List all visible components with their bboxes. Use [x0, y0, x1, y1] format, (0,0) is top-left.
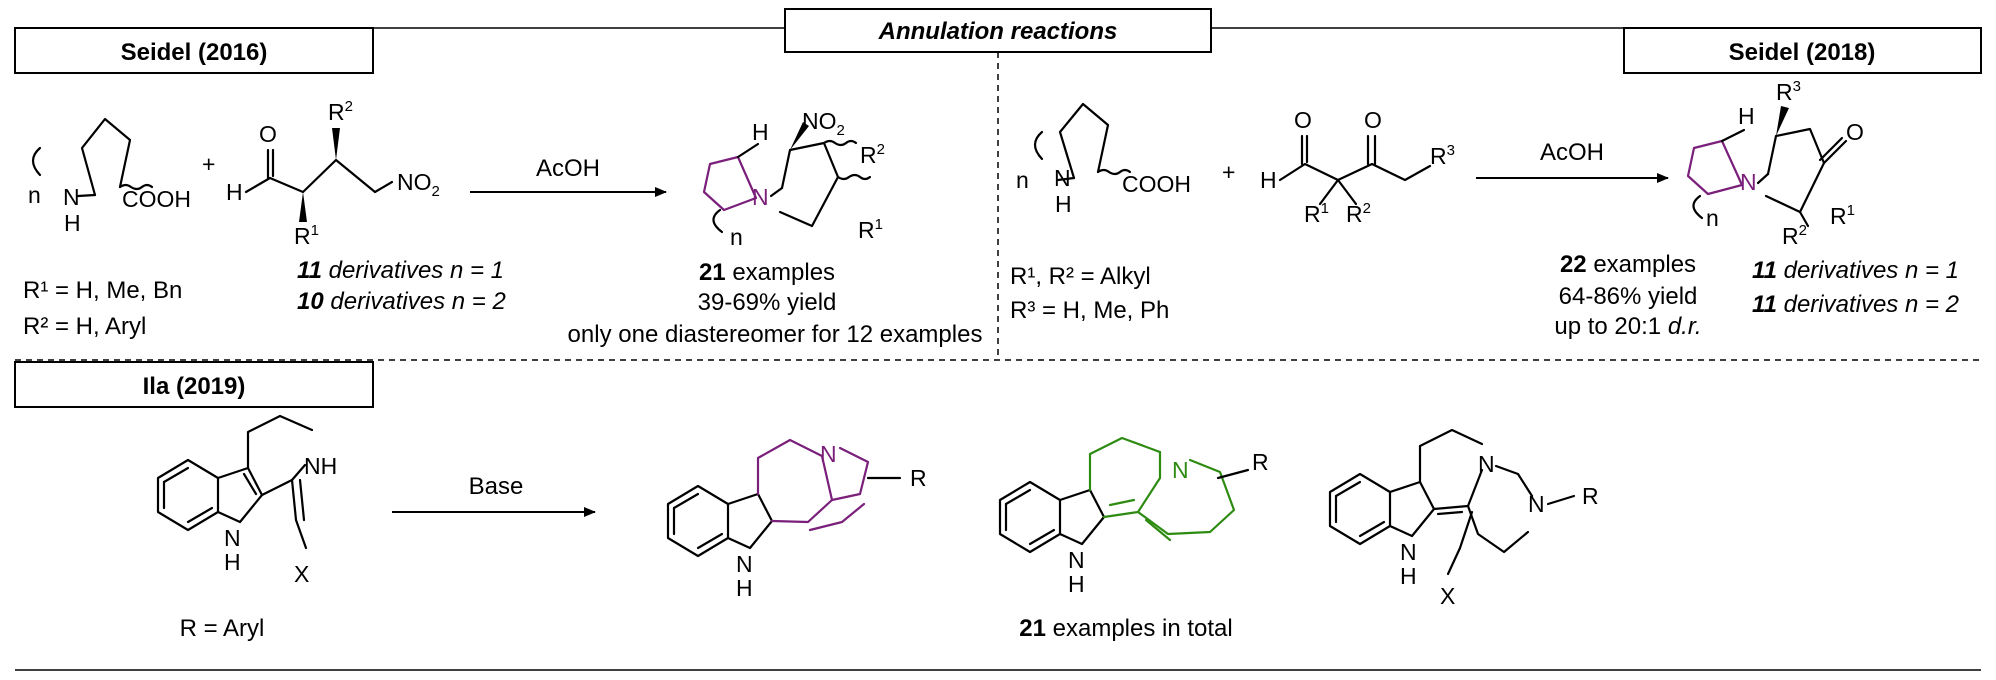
x-tetrahydro: X	[1440, 583, 1455, 609]
r1-reactant-2018: R1	[1304, 200, 1329, 227]
dr-2018: up to 20:1 d.r.	[1554, 313, 1701, 340]
r3-condition-2018: R³ = H, Me, Ph	[1010, 297, 1169, 324]
r-green: R	[1252, 449, 1269, 475]
r1-condition-2016: R¹ = H, Me, Bn	[23, 277, 182, 304]
indolizidine-product-2016: H N NO2 R2 R1 n	[702, 108, 885, 250]
yield-2016: 39-69% yield	[698, 289, 837, 316]
reagent-acoh-2016: AcOH	[536, 155, 600, 182]
ila-2019-box	[14, 361, 374, 408]
r-purple: R	[910, 465, 927, 491]
indole-n-purple: N	[736, 551, 753, 577]
ring-size-n-2018: n	[1016, 167, 1029, 193]
indole-h-tetrahydro: H	[1400, 563, 1417, 589]
product-r1-2018: R1	[1830, 202, 1855, 229]
indole-n-tetrahydro: N	[1400, 539, 1417, 565]
r1-label: R1	[294, 222, 319, 249]
tetrahydrocarboline-reactant: NH N H X	[156, 414, 337, 587]
examples-total: 21 examples in total	[1019, 615, 1232, 642]
carboxylic-acid-2018: COOH	[1122, 171, 1191, 197]
seidel-2018-box	[1623, 27, 1982, 74]
ring-size-n: n	[28, 182, 41, 208]
ketone-o-2018: O	[1846, 119, 1864, 145]
derivatives-n1-2016: 11 derivatives n = 1	[297, 257, 504, 284]
bridgehead-n-2018: N	[1740, 169, 1757, 195]
product-r2-2018: R2	[1782, 222, 1807, 249]
ketoaldehyde-reactant: O H O R1 R2 R3	[1260, 107, 1455, 227]
carboxylic-acid: COOH	[122, 186, 191, 212]
examples-2018: 22 examples	[1560, 251, 1696, 278]
r1r2-condition-2018: R¹, R² = Alkyl	[1010, 263, 1151, 290]
aldehyde-h: H	[226, 179, 243, 205]
arrow-2018: AcOH	[1476, 139, 1669, 183]
product-r1: R1	[858, 216, 883, 243]
bridgehead-n: N	[752, 184, 769, 210]
section-title: Annulation reactions	[878, 18, 1118, 45]
ila-product-green: N N H R	[998, 436, 1269, 597]
x-reactant: X	[294, 561, 309, 587]
proline-derivative-2018: n N H COOH	[1016, 102, 1191, 217]
reagent-base: Base	[469, 473, 524, 500]
seidel-2016-label: Seidel (2016)	[121, 39, 268, 66]
indole-h-purple: H	[736, 575, 753, 601]
r2-condition-2016: R² = H, Aryl	[23, 313, 146, 340]
indole-h-green: H	[1068, 571, 1085, 597]
indole-h-reactant: H	[224, 549, 241, 575]
ila-2019-label: Ila (2019)	[143, 373, 246, 400]
r2-reactant-2018: R2	[1346, 200, 1371, 227]
n-lower-tetrahydro: N	[1528, 491, 1545, 517]
nitro-product: NO2	[802, 108, 845, 139]
derivatives-n1-2018: 11 derivatives n = 1	[1752, 257, 1959, 284]
ila-product-purple: N N H R	[666, 438, 927, 601]
ila-product-tetrahydro: N N R N H X	[1328, 428, 1599, 609]
derivatives-n2-2016: 10 derivatives n = 2	[297, 288, 506, 315]
n-green: N	[1172, 457, 1189, 483]
arrow-ila: Base	[392, 473, 596, 517]
r-tetrahydro: R	[1582, 483, 1599, 509]
plus-sign-2018: +	[1222, 159, 1235, 185]
derivatives-n2-2018: 11 derivatives n = 2	[1752, 291, 1959, 318]
aldehyde-o-2018: O	[1294, 107, 1312, 133]
ring-fusion-h-2018: H	[1738, 103, 1755, 129]
indole-nh-reactant: N	[224, 525, 241, 551]
ring-fusion-h: H	[752, 119, 769, 145]
seidel-2018-label: Seidel (2018)	[1729, 39, 1876, 66]
aldehyde-h-2018: H	[1260, 167, 1277, 193]
diastereomer-note: only one diastereomer for 12 examples	[568, 321, 983, 348]
product-n-label-2018: n	[1706, 205, 1719, 231]
aryl-condition: R = Aryl	[180, 615, 265, 642]
n-upper-tetrahydro: N	[1478, 451, 1495, 477]
proline-derivative-2016: n N H COOH	[28, 117, 191, 236]
plus-sign-2016: +	[202, 151, 215, 177]
product-r2: R2	[860, 141, 885, 168]
seidel-2016-box	[14, 27, 374, 74]
amine-h: H	[64, 210, 81, 236]
aldehyde-o: O	[259, 121, 277, 147]
reagent-acoh-2018: AcOH	[1540, 139, 1604, 166]
product-r3-2018: R3	[1776, 78, 1801, 105]
r3-reactant-2018: R3	[1430, 142, 1455, 169]
indole-n-green: N	[1068, 547, 1085, 573]
examples-2016: 21 examples	[699, 259, 835, 286]
nh-reactant: NH	[304, 453, 337, 479]
arrow-2016: AcOH	[470, 155, 667, 197]
nitro-group: NO2	[397, 169, 440, 200]
yield-2018: 64-86% yield	[1559, 283, 1698, 310]
indolizidinone-product-2018: H N O R3 R1 R2 n	[1686, 78, 1864, 249]
amine-n-2018: N	[1054, 165, 1071, 191]
product-n-label: n	[730, 224, 743, 250]
nitroaldehyde-reactant: O H R2 R1 NO2	[226, 98, 440, 249]
n-purple: N	[820, 441, 837, 467]
amine-n: N	[63, 184, 80, 210]
amine-h-2018: H	[1055, 191, 1072, 217]
ketone-o: O	[1364, 107, 1382, 133]
r2-label: R2	[328, 98, 353, 125]
